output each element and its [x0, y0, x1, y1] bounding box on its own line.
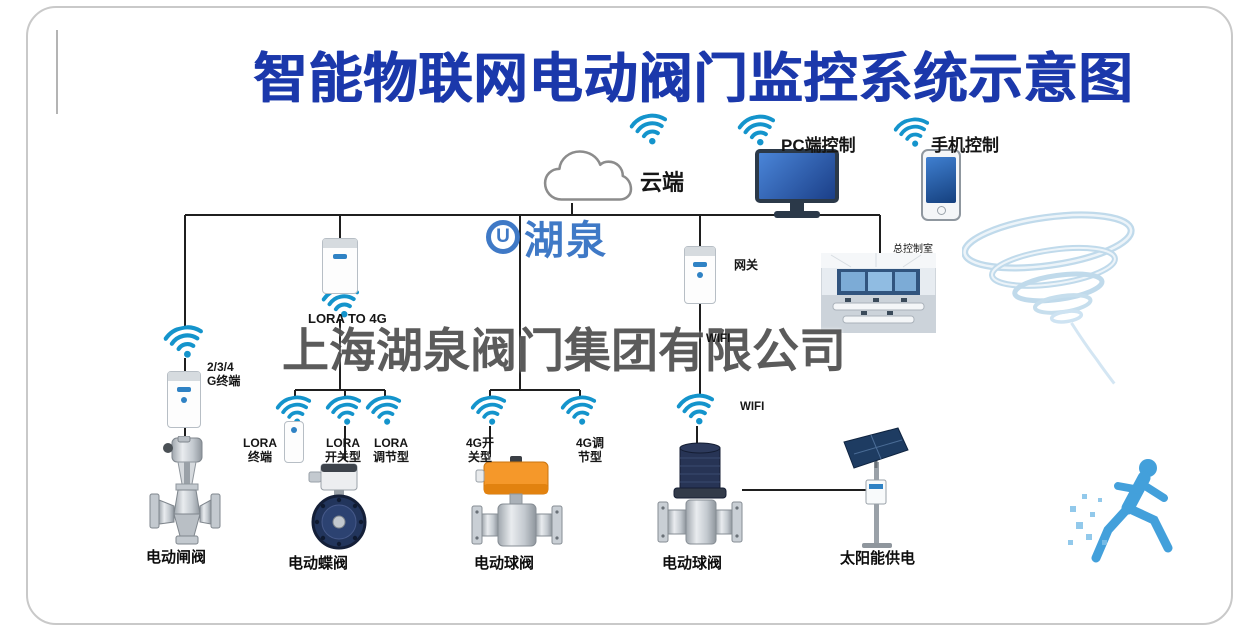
terminal-234g-label-line1: 2/3/4	[207, 360, 234, 374]
g4-adjust-label-line1: 4G调	[575, 436, 604, 450]
runner-decoration	[1068, 459, 1173, 563]
lora-adjust-label-line1: LORA	[374, 436, 408, 450]
wifi-lower-label: WIFI	[740, 401, 765, 413]
gateway-label: 网关	[734, 258, 759, 272]
monitor-base	[774, 211, 820, 218]
mobile-control-label: 手机控制	[931, 136, 999, 155]
lora-adjust-label: LORA 调节型	[368, 436, 414, 464]
lora-4g-device-icon	[322, 238, 358, 294]
ball-valve-dark-image	[657, 442, 743, 545]
logo-mark-icon: U	[486, 220, 520, 254]
lora-terminal-device-dot	[291, 427, 297, 433]
monitor-screen	[755, 149, 839, 203]
cloud-label: 云端	[640, 170, 685, 195]
gateway-device-icon	[684, 246, 716, 304]
page-title: 智能物联网电动阀门监控系统示意图	[253, 49, 1133, 109]
pc-control-label: PC端控制	[781, 136, 856, 155]
logo-brand-text: 湖泉	[524, 219, 608, 263]
gate-valve-image	[149, 436, 221, 545]
control-room-label: 总控制室	[893, 244, 933, 255]
control-room-image	[821, 253, 936, 333]
smartphone-icon	[921, 149, 961, 221]
monitor-neck	[790, 203, 804, 211]
terminal-device-icon	[167, 371, 201, 428]
cloud-icon	[543, 150, 633, 201]
g4-adjust-label-line2: 节型	[577, 450, 602, 464]
g4-adjust-label: 4G调 节型	[570, 436, 610, 464]
lora-terminal-label: LORA 终端	[240, 436, 280, 464]
brand-logo: U 湖泉	[486, 208, 608, 266]
terminal-234g-label-line2: G终端	[207, 374, 241, 388]
terminal-device-cap	[168, 372, 200, 381]
lora-terminal-device-icon	[284, 421, 304, 463]
monitor-icon	[755, 149, 839, 219]
lora-4g-label: LORA TO 4G	[308, 311, 387, 326]
lora-terminal-label-line1: LORA	[243, 436, 277, 450]
terminal-234g-label: 2/3/4 G终端	[207, 360, 240, 388]
gateway-device-led	[693, 262, 707, 267]
lora-adjust-label-line2: 调节型	[372, 450, 409, 464]
gateway-device-dot	[697, 272, 703, 278]
ball-valve-2-label: 电动球阀	[662, 555, 723, 572]
terminal-device-dot	[181, 397, 187, 403]
lora-switch-label-line2: 开关型	[324, 450, 361, 464]
lora-switch-label-line1: LORA	[326, 436, 360, 450]
lora-4g-device-led	[333, 254, 347, 259]
terminal-device-led	[177, 387, 191, 392]
butterfly-valve-image	[308, 463, 367, 550]
lora-terminal-label-line2: 终端	[247, 450, 272, 464]
watermark-text: 上海湖泉阀门集团有限公司	[282, 326, 846, 378]
butterfly-valve-label: 电动蝶阀	[288, 555, 349, 572]
smartphone-screen	[926, 157, 956, 203]
lora-switch-label: LORA 开关型	[320, 436, 366, 464]
ball-valve-orange-image	[471, 456, 563, 547]
smartphone-home-button	[936, 206, 946, 215]
g4-switch-label-line2: 关型	[467, 450, 492, 464]
gateway-device-cap	[685, 247, 715, 256]
wifi-upper-label: WIFI	[706, 333, 731, 345]
solar-panel-image	[843, 427, 909, 548]
g4-switch-label: 4G开 关型	[460, 436, 500, 464]
lora-4g-device-cap	[323, 239, 357, 248]
border-frame	[26, 6, 1233, 625]
vortex-decoration	[962, 211, 1135, 385]
g4-switch-label-line1: 4G开	[465, 436, 494, 450]
ball-valve-1-label: 电动球阀	[474, 555, 535, 572]
solar-power-label: 太阳能供电	[840, 550, 916, 567]
gate-valve-label: 电动闸阀	[146, 549, 207, 566]
